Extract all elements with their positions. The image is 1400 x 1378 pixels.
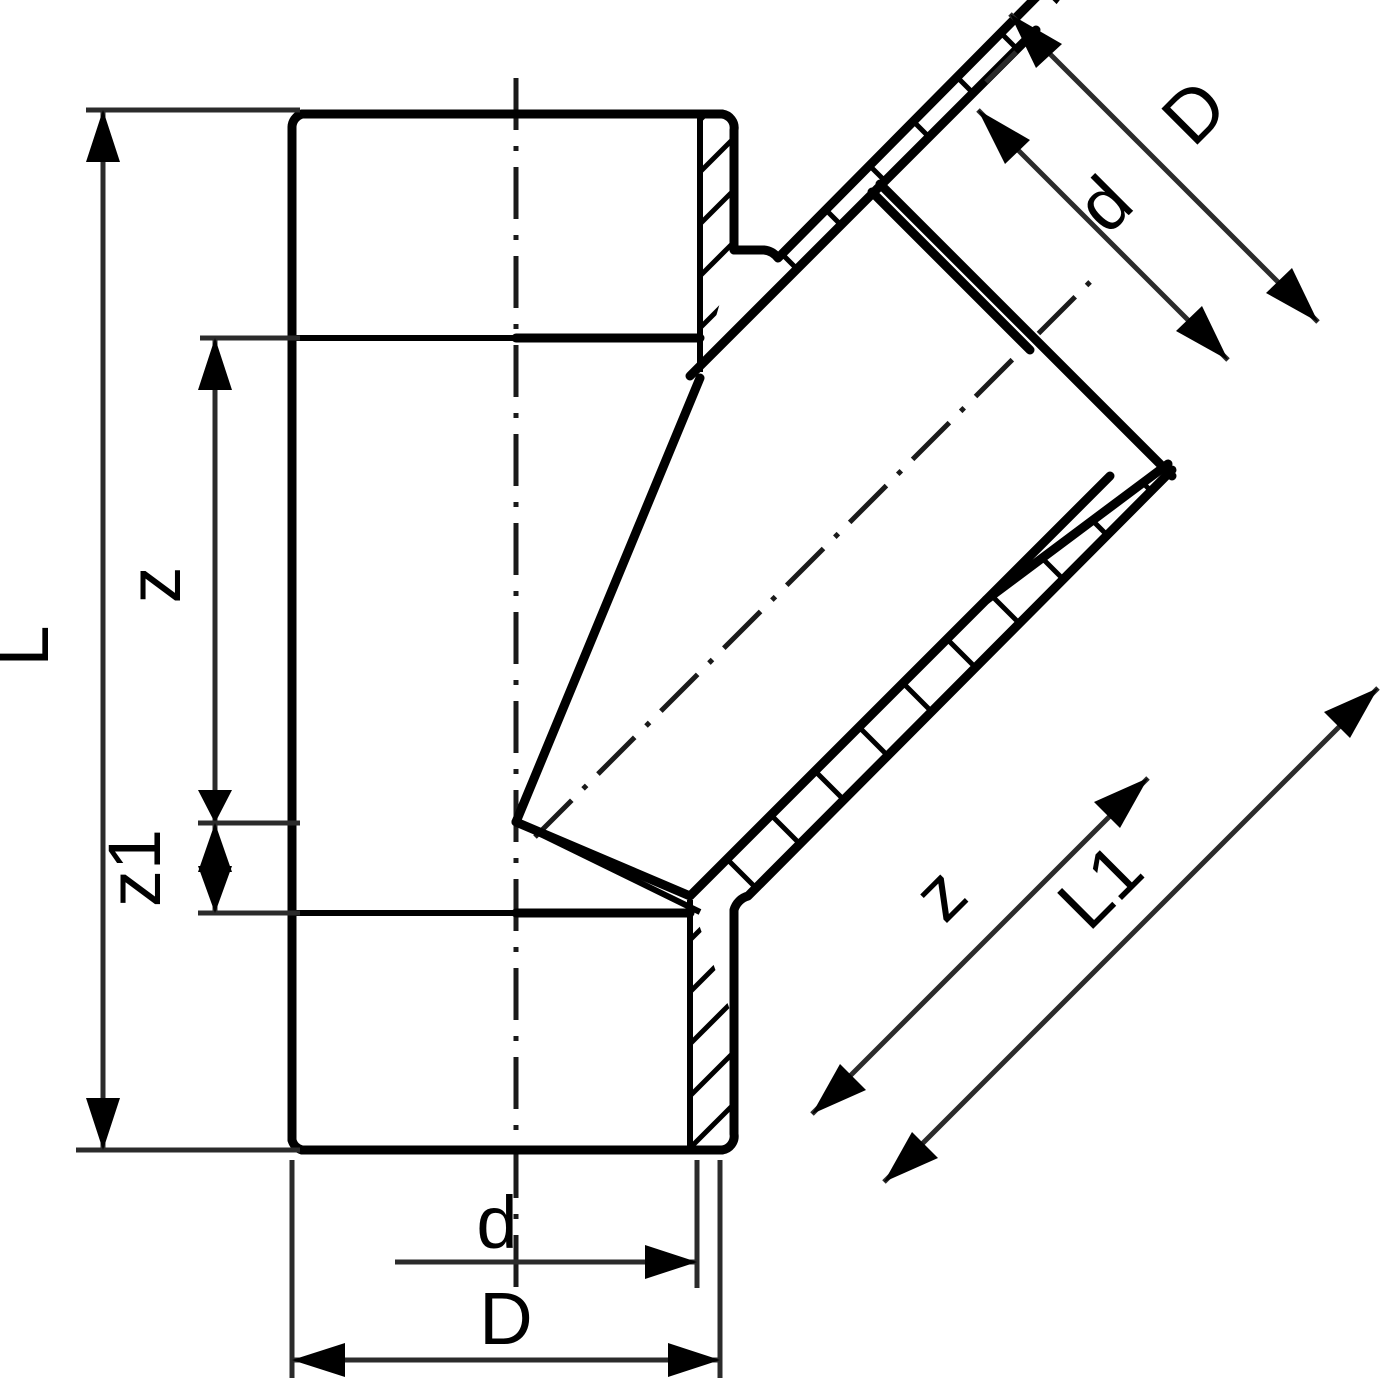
branch-outer-lower-wall	[729, 465, 1177, 1025]
body-wall-hatching-top	[697, 118, 730, 372]
branch-wall-hatching-upper	[775, 0, 1168, 272]
arrow-D-left	[292, 1343, 345, 1377]
branch-bore-upper-line	[685, 25, 1041, 381]
branch-socket-shoulder-upper	[867, 187, 1035, 355]
dim-label-d-bottom: d	[476, 1181, 517, 1264]
body-socket-right-bottom	[717, 1015, 739, 1155]
body-corner-bottom-left	[287, 1135, 307, 1155]
arrow-z-top	[198, 338, 232, 390]
branch-bore-lower-line	[685, 471, 1115, 901]
arrow-z1-top	[198, 823, 232, 872]
ext-line-d-branch-start	[984, 50, 1018, 84]
dim-label-L: L	[0, 625, 64, 666]
branch-outline	[511, 0, 1177, 1025]
arrow-d-branch-start	[978, 110, 1030, 164]
arrow-L-bottom	[86, 1098, 120, 1150]
arrow-L1-end	[1324, 688, 1378, 738]
dimension-D-branch: D	[1008, 12, 1320, 324]
arrow-D-branch-start	[1010, 14, 1062, 68]
dim-label-z-branch: z	[898, 852, 983, 937]
branch-outer-upper-wall	[729, 0, 1040, 263]
dim-label-D-bottom: D	[479, 1277, 532, 1360]
dim-line-d-branch	[976, 108, 1230, 362]
dim-label-z1: z1	[93, 829, 176, 907]
dim-label-D-branch: D	[1146, 64, 1242, 160]
body-socket-right-top	[717, 109, 739, 255]
center-lines	[513, 78, 1102, 1300]
crotch-line-lower-secondary	[514, 819, 702, 915]
arrow-L-top	[86, 110, 120, 162]
main-body-outline	[287, 109, 739, 1155]
dim-line-z-branch	[810, 776, 1150, 1116]
arrow-D-right	[668, 1343, 720, 1377]
body-wall-hatching-bottom	[687, 900, 730, 1146]
dimension-D-bottom: D	[289, 1160, 723, 1378]
body-corner-top-left	[287, 109, 307, 133]
dimension-z: z	[113, 335, 300, 823]
dim-label-z: z	[113, 567, 196, 604]
arrow-D-branch-end	[1266, 268, 1318, 322]
dimension-z1: z1	[93, 820, 300, 916]
arrow-d-right	[645, 1245, 697, 1279]
arrow-d-branch-end	[1176, 306, 1228, 360]
branch-center-line	[533, 270, 1102, 839]
arrow-z-branch-start	[812, 1064, 866, 1114]
branch-socket-shoulder-lower	[981, 459, 1173, 605]
dimension-d-bottom: d	[395, 1160, 700, 1288]
arrow-z-bottom	[198, 790, 232, 823]
arrow-z1-bottom	[198, 866, 232, 913]
arrow-L1-start	[884, 1132, 938, 1182]
arrow-z-branch-end	[1094, 778, 1148, 828]
dimension-L: L	[0, 107, 300, 1153]
crotch-line-upper	[511, 373, 705, 827]
branch-end-face	[875, 179, 1177, 481]
dim-line-L1-branch	[882, 686, 1380, 1184]
dimension-L1-branch: L1	[882, 686, 1380, 1184]
dim-line-D-branch	[1008, 12, 1320, 324]
